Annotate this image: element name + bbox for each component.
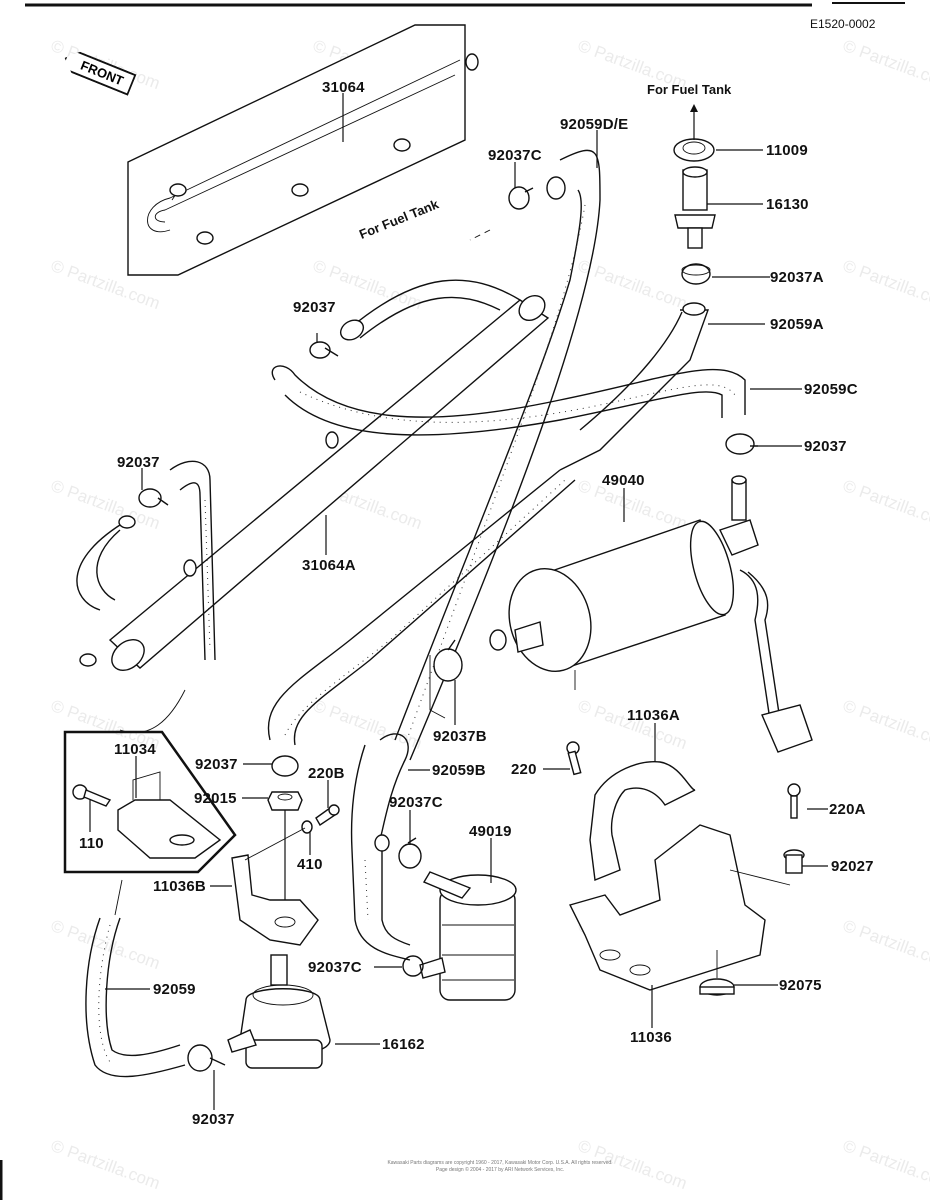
hose-92059 bbox=[85, 917, 186, 1078]
label-220A[interactable]: 220A bbox=[829, 801, 866, 818]
part-31064A-fuel-rail bbox=[79, 294, 550, 671]
label-92037-bottom[interactable]: 92037 bbox=[192, 1111, 235, 1128]
label-92037C-top[interactable]: 92037C bbox=[488, 147, 542, 164]
part-11036-holder bbox=[568, 824, 766, 991]
clamp-92037A bbox=[681, 263, 711, 285]
pipe-end bbox=[339, 319, 365, 341]
hose-92059C bbox=[271, 365, 746, 418]
hose-92059DE bbox=[409, 149, 601, 761]
label-110[interactable]: 110 bbox=[79, 835, 104, 852]
part-92075-grommet bbox=[699, 978, 735, 996]
label-92037-left[interactable]: 92037 bbox=[117, 454, 160, 471]
label-16162[interactable]: 16162 bbox=[382, 1036, 425, 1053]
copyright-line-2: Page design © 2004 - 2017 by ARI Network… bbox=[435, 1167, 565, 1173]
inset-box-11034 bbox=[63, 730, 237, 874]
left-pipe bbox=[76, 519, 129, 611]
part-11036B-bracket bbox=[231, 854, 319, 946]
label-92037-right[interactable]: 92037 bbox=[804, 438, 847, 455]
hose-left bbox=[169, 460, 216, 661]
copyright-notice: Kawasaki Parts diagrams are copyright 19… bbox=[330, 1160, 670, 1174]
label-92037-mid[interactable]: 92037 bbox=[195, 756, 238, 773]
part-49019-fuel-filter bbox=[419, 871, 517, 1001]
label-92059B[interactable]: 92059B bbox=[432, 762, 486, 779]
part-92027-collar bbox=[783, 849, 805, 874]
hose-92059B bbox=[379, 733, 409, 841]
label-92037B[interactable]: 92037B bbox=[433, 728, 487, 745]
label-220B[interactable]: 220B bbox=[308, 765, 345, 782]
part-16162-pressure-regulator bbox=[227, 954, 331, 1069]
label-11036A[interactable]: 11036A bbox=[627, 707, 680, 724]
label-410[interactable]: 410 bbox=[297, 856, 323, 873]
label-11036B[interactable]: 11036B bbox=[153, 878, 206, 895]
label-92059A[interactable]: 92059A bbox=[770, 316, 824, 333]
label-92037C-low[interactable]: 92037C bbox=[308, 959, 362, 976]
clamp-92037-mid bbox=[271, 755, 299, 777]
part-11009-gasket bbox=[673, 138, 715, 162]
label-31064A[interactable]: 31064A bbox=[302, 557, 356, 574]
clamp-92037-right bbox=[725, 433, 758, 455]
hose-return bbox=[267, 469, 561, 741]
clamp-92037C-top bbox=[508, 186, 534, 210]
note-for-fuel-tank-top: For Fuel Tank bbox=[647, 82, 732, 97]
label-92059DE[interactable]: 92059D/E bbox=[560, 116, 629, 133]
label-49040[interactable]: 49040 bbox=[602, 472, 645, 489]
label-92075[interactable]: 92075 bbox=[779, 977, 822, 994]
clamp-92037C-low bbox=[402, 955, 424, 977]
label-49019[interactable]: 49019 bbox=[469, 823, 512, 840]
clamp-92037-left bbox=[138, 488, 169, 508]
label-16130[interactable]: 16130 bbox=[766, 196, 809, 213]
label-31064[interactable]: 31064 bbox=[322, 79, 365, 96]
label-92015[interactable]: 92015 bbox=[194, 790, 237, 807]
label-92059C[interactable]: 92059C bbox=[804, 381, 858, 398]
part-410-washer bbox=[301, 820, 313, 834]
label-11036[interactable]: 11036 bbox=[630, 1029, 672, 1046]
label-92037A[interactable]: 92037A bbox=[770, 269, 824, 286]
label-92059[interactable]: 92059 bbox=[153, 981, 196, 998]
leader-lines bbox=[89, 93, 828, 1110]
label-11009[interactable]: 11009 bbox=[766, 142, 808, 159]
label-92037C-mid[interactable]: 92037C bbox=[389, 794, 443, 811]
part-220A-screw bbox=[787, 783, 801, 819]
part-220-screw bbox=[566, 741, 582, 776]
label-11034[interactable]: 11034 bbox=[114, 741, 156, 758]
part-92015-nut bbox=[267, 791, 303, 811]
part-11036A-strap bbox=[589, 761, 696, 881]
clamp-92037B bbox=[433, 639, 463, 682]
hose-92059A bbox=[559, 309, 709, 471]
part-16130-valve bbox=[674, 166, 716, 249]
part-31064-inset bbox=[127, 24, 479, 276]
clamp-92037-bottom bbox=[187, 1044, 226, 1072]
label-92037-upper[interactable]: 92037 bbox=[293, 299, 336, 316]
part-220B-bolt bbox=[315, 804, 340, 826]
clamp-92037-upper bbox=[309, 341, 339, 359]
upper-pipe bbox=[349, 279, 521, 329]
diagram-code: E1520-0002 bbox=[810, 17, 876, 31]
copyright-line-1: Kawasaki Parts diagrams are copyright 19… bbox=[387, 1160, 613, 1166]
part-49040-fuel-pump bbox=[489, 475, 813, 753]
label-92027[interactable]: 92027 bbox=[831, 858, 874, 875]
label-220[interactable]: 220 bbox=[511, 761, 537, 778]
